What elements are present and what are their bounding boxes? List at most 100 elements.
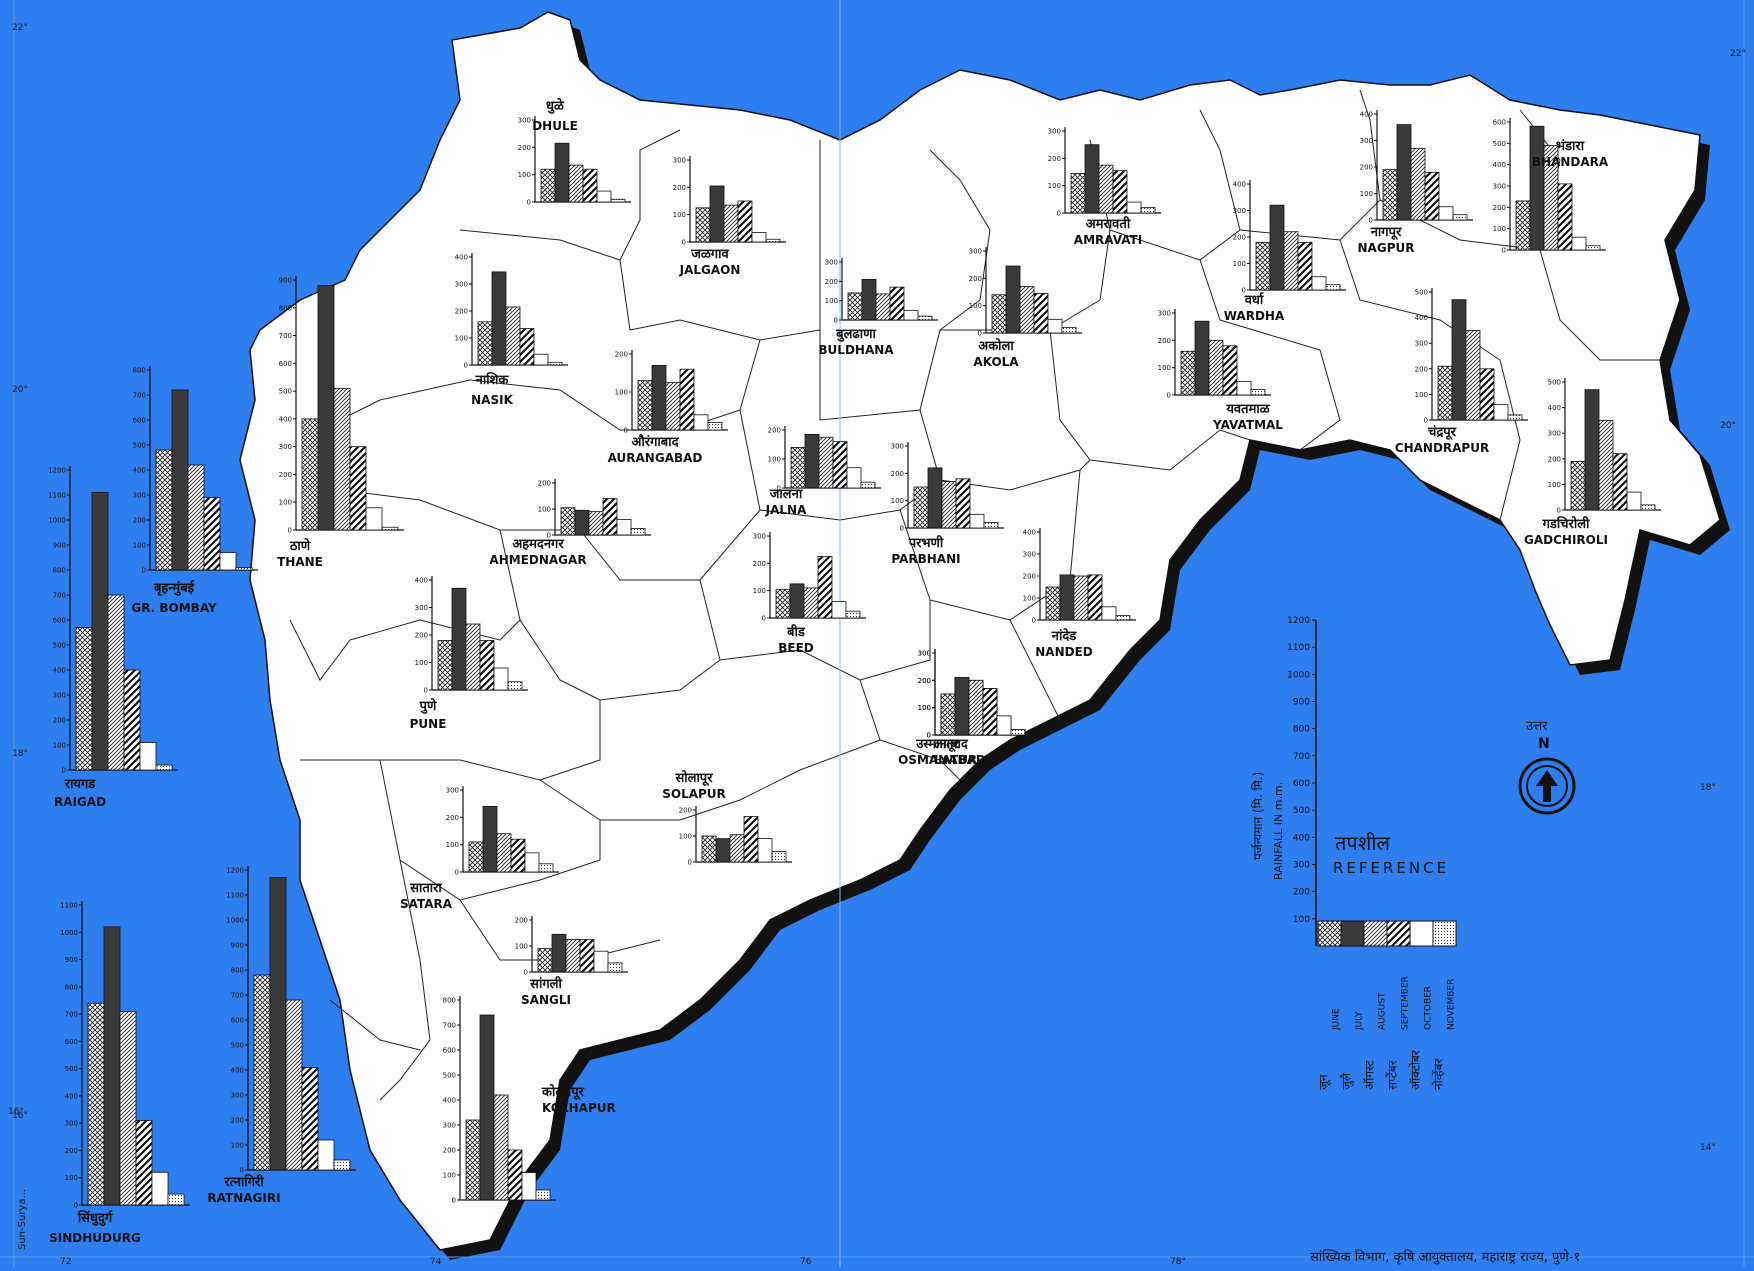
bar-august [1283, 231, 1299, 291]
chart-tick-label: 0 [777, 485, 781, 493]
reference-month-marathi: नोव्हेंबर [1432, 1058, 1446, 1090]
chart-tick-label: 400 [1233, 181, 1246, 189]
bar-november [547, 361, 563, 366]
chart-tick-label: 300 [1158, 310, 1171, 318]
chart-tick-label: 100 [768, 456, 781, 464]
district-name-english: LATUR [934, 753, 977, 767]
chart-tick-label: 500 [1548, 379, 1561, 387]
reference-tick-label: 400 [1293, 833, 1310, 843]
chart-tick-label: 200 [1023, 573, 1036, 581]
chart-tick-label: 200 [1048, 155, 1061, 163]
bar-june [437, 640, 453, 691]
chart-tick-label: 200 [133, 517, 146, 525]
district-name-english: JALNA [765, 503, 807, 517]
reference-tick-label: 500 [1293, 806, 1310, 816]
bar-september [737, 200, 753, 243]
north-arrow-outer-circle [1518, 757, 1576, 815]
district-name-marathi: नाशिक [475, 372, 510, 388]
chart-tick-label: 100 [918, 704, 931, 712]
chart-tick-label: 800 [65, 983, 78, 991]
bar-june [1570, 460, 1586, 511]
bar-september [1424, 171, 1440, 221]
reference-month-english: JULY [1355, 1011, 1365, 1031]
grid-label: 76 [800, 1257, 812, 1267]
chart-tick-label: 300 [455, 281, 468, 289]
district-name-marathi: नागपूर [1370, 225, 1402, 240]
reference-month-english: JUNE [1332, 1008, 1342, 1031]
district-name-marathi: सिंधुदुर्ग [77, 1209, 113, 1227]
chart-tick-label: 0 [288, 527, 292, 535]
bar-september [982, 688, 998, 736]
chart-tick-label: 0 [527, 199, 531, 207]
bar-august [465, 623, 481, 691]
chart-tick-label: 300 [1360, 137, 1373, 145]
district-name-marathi: ठाणे [289, 538, 311, 554]
reference-month-labels: जूनJUNEजुलैJULYऑगस्टAUGUSTसप्टेंबरSEPTEM… [1317, 976, 1457, 1090]
bar-october [1311, 276, 1327, 291]
chart-tick-label: 100 [615, 389, 628, 397]
bar-september [579, 939, 595, 973]
chart-tick-label: 600 [133, 417, 146, 425]
bar-august [568, 164, 584, 203]
reference-tick-label: 1100 [1287, 643, 1310, 653]
chart-tick-label: 100 [415, 659, 428, 667]
chart-tick-label: 100 [53, 742, 66, 750]
chart-tick-label: 500 [65, 1065, 78, 1073]
district-name-english: WARDHA [1224, 309, 1285, 323]
bar-august [505, 306, 521, 366]
bar-july [91, 492, 109, 771]
bar-november [1061, 327, 1077, 334]
bar-june [1045, 586, 1061, 621]
chart-tick-label: 100 [1493, 225, 1506, 233]
chart-tick-label: 400 [231, 1067, 244, 1075]
bar-june [537, 948, 553, 973]
bar-november [235, 567, 253, 571]
bar-october [996, 715, 1012, 736]
district-name-marathi: नांदेड [1051, 628, 1077, 644]
bar-october [151, 1171, 169, 1206]
chart-tick-label: 300 [825, 259, 838, 267]
bar-september [1222, 345, 1238, 396]
bar-november [1452, 214, 1468, 221]
chart-tick-label: 300 [1493, 183, 1506, 191]
grid-label: 14° [1700, 1143, 1716, 1153]
chart-tick-label: 100 [825, 297, 838, 305]
chart-tick-label: 0 [452, 1197, 456, 1205]
district-name-marathi: चंद्रपूर [1427, 424, 1457, 440]
chart-tick-label: 100 [1233, 260, 1246, 268]
chart-tick-label: 200 [918, 677, 931, 685]
chart-tick-label: 900 [231, 942, 244, 950]
district-name-english: AKOLA [973, 355, 1019, 369]
chart-tick-label: 200 [515, 917, 528, 925]
district-name-english: SATARA [400, 897, 453, 911]
chart-tick-label: 100 [515, 943, 528, 951]
chart-tick-label: 200 [231, 1117, 244, 1125]
bar-october [1438, 206, 1454, 221]
bar-november [771, 851, 787, 863]
bar-july [804, 433, 820, 489]
bar-october [139, 742, 157, 771]
chart-tick-label: 500 [231, 1042, 244, 1050]
bar-november [507, 681, 523, 691]
grid-label: 74 [430, 1257, 442, 1267]
chart-tick-label: 200 [753, 560, 766, 568]
bar-november [167, 1193, 185, 1206]
bar-september [203, 497, 221, 571]
bar-september [1033, 292, 1049, 334]
bar-october [831, 601, 847, 619]
chart-tick-label: 200 [455, 308, 468, 316]
bar-june [847, 292, 863, 321]
bar-august [818, 436, 834, 489]
district-name-english: KOLHAPUR [542, 1101, 616, 1115]
bar-november [610, 198, 626, 203]
reference-legend: तपशील REFERENCE पर्जन्यमान (मि. मि.) RAI… [1251, 616, 1457, 1090]
chart-tick-label: 900 [53, 542, 66, 550]
chart-tick-label: 0 [762, 615, 766, 623]
chart-tick-label: 100 [446, 841, 459, 849]
